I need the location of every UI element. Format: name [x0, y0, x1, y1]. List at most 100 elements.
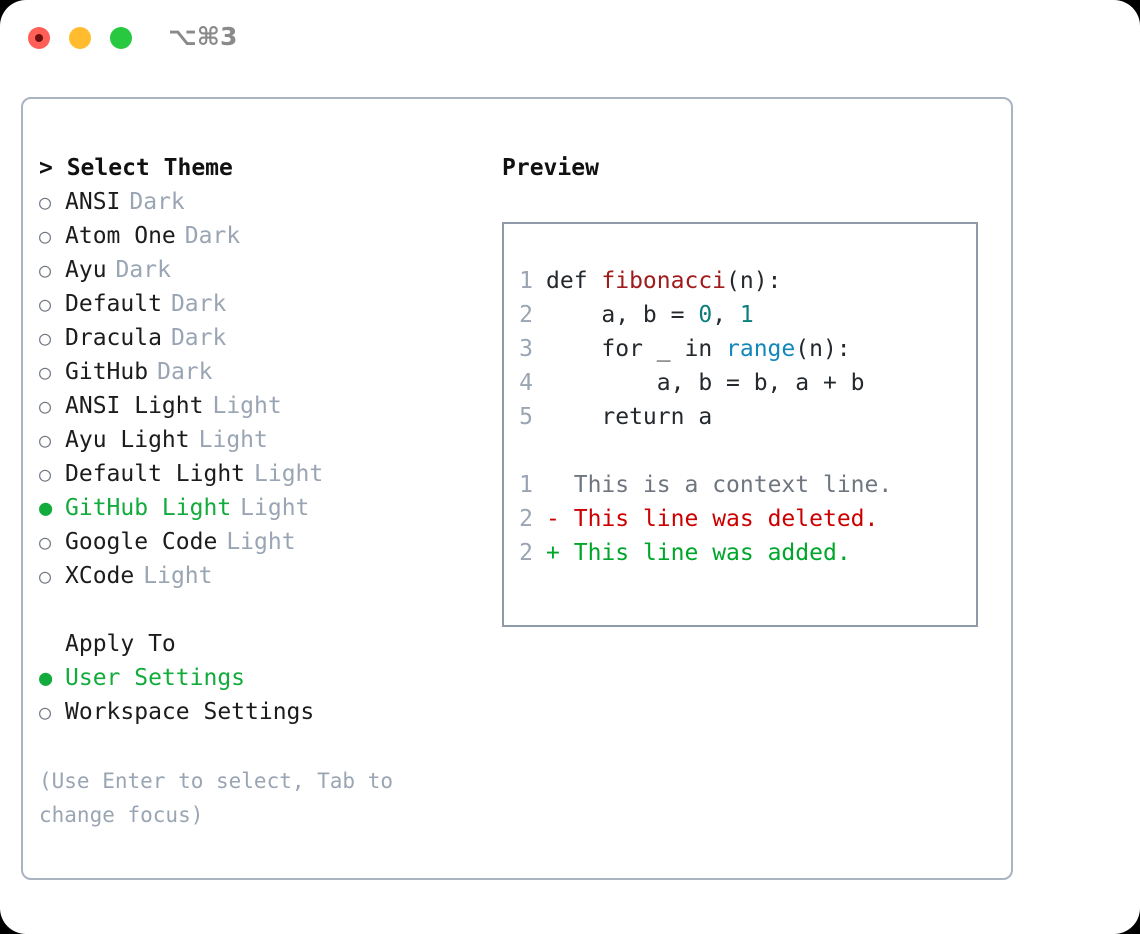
- theme-variant-tag: Dark: [170, 325, 227, 351]
- theme-variant-tag: Dark: [115, 257, 171, 283]
- radio-unselected-icon: ○: [39, 564, 52, 588]
- radio-unselected-icon: ○: [39, 394, 52, 418]
- radio-unselected-icon: ○: [39, 428, 52, 452]
- select-theme-header: > Select Theme: [39, 155, 233, 181]
- diff-text: This line was added.: [573, 540, 851, 566]
- radio-unselected-icon: ○: [39, 258, 52, 282]
- line-number: 1: [519, 472, 533, 498]
- keyboard-shortcut-label: ⌥⌘3: [168, 22, 238, 51]
- code-line: 3 for _ in range(n):: [504, 332, 976, 366]
- theme-option-ansi-light[interactable]: ○ ANSI Light Light: [39, 389, 489, 423]
- diff-sign: -: [546, 506, 560, 532]
- line-number: 5: [519, 404, 533, 430]
- diff-text: This line was deleted.: [573, 506, 879, 532]
- window-controls: [28, 27, 132, 49]
- code-token-plain: return a: [546, 404, 713, 430]
- diff-sign: [546, 472, 560, 498]
- theme-option-default[interactable]: ○ Default Dark: [39, 287, 489, 321]
- code-token-plain: def: [546, 268, 602, 294]
- code-line-content: a, b = b, a + b: [546, 366, 865, 400]
- theme-variant-tag: Light: [240, 495, 310, 521]
- code-token-plain: for _ in: [546, 336, 727, 362]
- theme-option-label: GitHub Light: [65, 495, 232, 521]
- code-token-plain: (n):: [795, 336, 851, 362]
- theme-option-google-code[interactable]: ○ Google Code Light: [39, 525, 489, 559]
- theme-option-label: Default: [65, 291, 162, 317]
- theme-option-label: Ayu Light: [65, 427, 190, 453]
- line-number: 2: [519, 506, 533, 532]
- theme-option-ansi[interactable]: ○ ANSI Dark: [39, 185, 489, 219]
- code-token-plain: a, b =: [546, 302, 699, 328]
- theme-option-ayu-light[interactable]: ○ Ayu Light Light: [39, 423, 489, 457]
- code-line: 4 a, b = b, a + b: [504, 366, 976, 400]
- theme-variant-tag: Dark: [129, 189, 185, 215]
- apply-to-header-row: Apply To: [39, 627, 489, 661]
- code-line-content: for _ in range(n):: [546, 332, 851, 366]
- radio-unselected-icon: ○: [39, 190, 52, 214]
- apply-to-option-list[interactable]: ● User Settings ○Workspace Settings: [39, 661, 489, 729]
- diff-sign: +: [546, 540, 560, 566]
- theme-variant-tag: Light: [198, 427, 268, 453]
- theme-option-label: Default Light: [65, 461, 246, 487]
- code-line-content: def fibonacci(n):: [546, 264, 781, 298]
- theme-variant-tag: Dark: [170, 291, 227, 317]
- diff-line-deleted: 2- This line was deleted.: [504, 502, 976, 536]
- theme-option-label: Atom One: [65, 223, 176, 249]
- code-token-plain: (n):: [726, 268, 782, 294]
- theme-variant-tag: Light: [254, 461, 324, 487]
- line-number: 3: [519, 336, 533, 362]
- minimize-button-icon[interactable]: [69, 27, 91, 49]
- theme-option-label: Google Code: [65, 529, 218, 555]
- theme-variant-tag: Light: [226, 529, 296, 555]
- radio-unselected-icon: ○: [39, 462, 52, 486]
- theme-option-label: ANSI: [65, 189, 121, 215]
- apply-to-section: Apply To ● User Settings ○Workspace Settin…: [39, 627, 489, 729]
- diff-line-content: This is a context line.: [546, 468, 893, 502]
- diff-text: This is a context line.: [573, 472, 893, 498]
- radio-unselected-icon: ○: [39, 530, 52, 554]
- maximize-button-icon[interactable]: [110, 27, 132, 49]
- apply-to-option-user-settings[interactable]: ● User Settings: [39, 661, 489, 695]
- apply-to-option-label: User Settings: [65, 665, 246, 691]
- theme-option-label: ANSI Light: [65, 393, 204, 419]
- diff-line-added: 2 + This line was added.: [504, 536, 976, 570]
- code-line: 2 a, b = 0, 1: [504, 298, 976, 332]
- code-line-content: a, b = 0, 1: [546, 298, 754, 332]
- code-token-num: 1: [739, 302, 754, 328]
- diff-line-content: - This line was deleted.: [546, 502, 878, 536]
- line-number: 2: [519, 540, 533, 566]
- title-bar: ⌥⌘3: [0, 0, 1140, 78]
- theme-option-label: Dracula: [65, 325, 162, 351]
- apply-to-option-workspace-settings[interactable]: ○Workspace Settings: [39, 695, 489, 729]
- theme-option-dracula[interactable]: ○ Dracula Dark: [39, 321, 489, 355]
- theme-variant-tag: Light: [212, 393, 282, 419]
- code-token-num: 0: [698, 302, 713, 328]
- diff-sample: 1 This is a context line.2- This line wa…: [504, 468, 976, 570]
- radio-selected-icon: ●: [39, 666, 53, 691]
- radio-unselected-icon: ○: [39, 360, 52, 384]
- radio-unselected-icon: ○: [39, 292, 52, 316]
- theme-option-default-light[interactable]: ○ Default Light Light: [39, 457, 489, 491]
- preview-title: Preview: [502, 155, 599, 181]
- close-button-icon[interactable]: [28, 27, 50, 49]
- radio-unselected-icon: ○: [39, 700, 52, 724]
- code-token-plain: ,: [712, 302, 740, 328]
- radio-selected-icon: ●: [39, 496, 53, 521]
- code-token-plain: a, b = b, a + b: [546, 370, 865, 396]
- code-token-func: fibonacci: [601, 268, 727, 294]
- radio-unselected-icon: ○: [39, 326, 52, 350]
- diff-line-content: + This line was added.: [546, 536, 851, 570]
- theme-option-github-light[interactable]: ● GitHub Light Light: [39, 491, 489, 525]
